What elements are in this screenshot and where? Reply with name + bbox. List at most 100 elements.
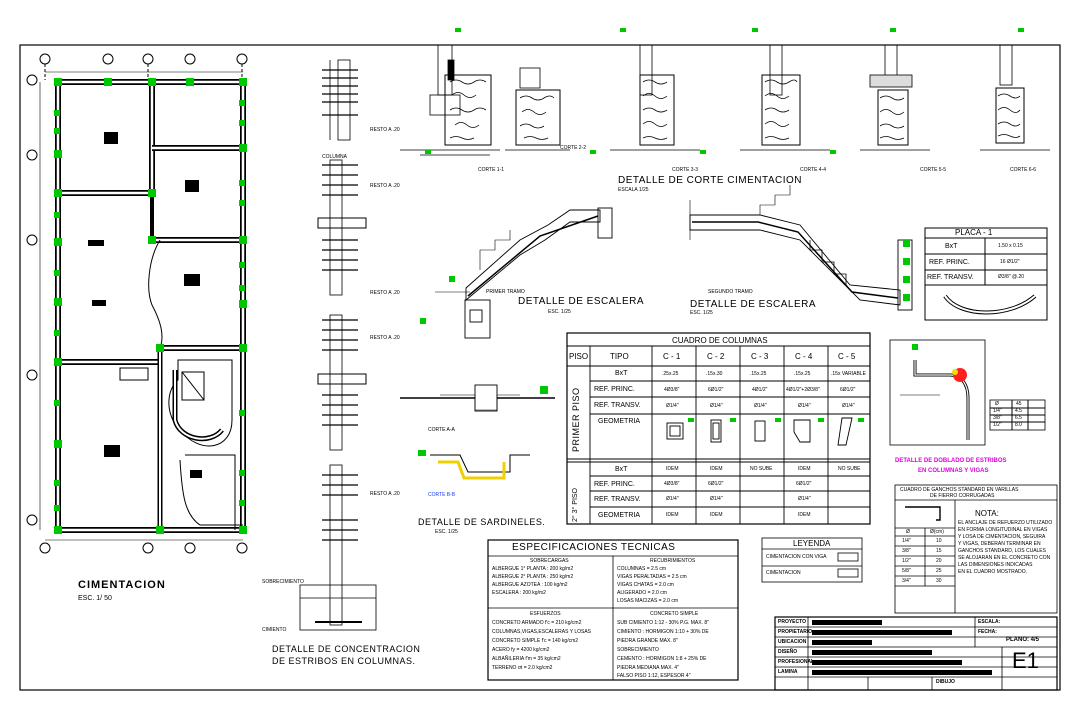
c3-transv: Ø1/4" bbox=[754, 403, 767, 409]
cut-5-5 bbox=[860, 44, 930, 151]
nota-line-8: EN EL CUADRO MOSTRADO. bbox=[958, 569, 1027, 575]
bending-detail bbox=[889, 339, 1046, 446]
leyenda-title: LEYENDA bbox=[793, 539, 831, 548]
spec-table-grid bbox=[487, 539, 739, 681]
nota-line-2: EN FORMA LONGITUDINAL EN VIGAS bbox=[958, 527, 1048, 533]
c2-bxt: .15x.30 bbox=[706, 371, 723, 377]
ganchos-nota-title: NOTA: bbox=[975, 509, 999, 518]
cut-1-1 bbox=[400, 44, 500, 156]
columns-head-tipo: TIPO bbox=[610, 352, 629, 361]
plan-title: CIMENTACION bbox=[78, 579, 166, 591]
tb-proyecto: PROYECTO bbox=[778, 619, 806, 625]
cut-3-3 bbox=[610, 44, 700, 151]
cut-6-label: CORTE 6-6 bbox=[1010, 167, 1037, 173]
sheet-border bbox=[19, 44, 1061, 691]
columns-head-piso: PISO bbox=[569, 352, 589, 361]
label-resto-3: RESTO A .20 bbox=[370, 290, 400, 296]
placa-title: PLACA - 1 bbox=[955, 228, 993, 237]
c5-f2-bxt: NO SUBE bbox=[838, 466, 861, 472]
tb-diseno: DISEÑO bbox=[778, 649, 798, 655]
columns-row-princ: REF. PRINC. bbox=[594, 386, 635, 393]
columns-floor-1: PRIMER PISO bbox=[571, 387, 581, 452]
ganchos-r1b: 10 bbox=[936, 538, 942, 544]
spec-left2-3: ACERO fy = 4200 kg/cm2 bbox=[492, 647, 550, 653]
sardineles-title: DETALLE DE SARDINELES. bbox=[418, 517, 546, 527]
spec-right-0: COLUMNAS = 2.5 cm bbox=[617, 566, 667, 572]
c5-bxt: .15x VARIABLE bbox=[831, 371, 866, 377]
spec-right2-2: PIEDRA GRANDE MAX. 8" bbox=[617, 638, 678, 644]
tb-lamina: LAMINA bbox=[778, 669, 798, 675]
plan-column-footings bbox=[88, 132, 202, 478]
columns-floor-2: 2° 3° PISO bbox=[572, 487, 579, 522]
bending-t-r1b: 4.5 bbox=[1015, 408, 1022, 414]
leyenda-item-cim: CIMENTACION bbox=[766, 570, 801, 576]
cut-4-4 bbox=[740, 44, 830, 151]
bending-t-r3a: 1/2" bbox=[993, 422, 1002, 428]
label-columna: COLUMNA bbox=[322, 154, 348, 160]
label-cimiento: CIMIENTO bbox=[262, 627, 287, 633]
spec-left2-2: CONCRETO SIMPLE f'c = 140 kg/cm2 bbox=[492, 638, 579, 644]
columns-head-c3: C - 3 bbox=[751, 352, 769, 361]
c5-princ: 6Ø1/2" bbox=[840, 387, 856, 393]
nota-line-6: SE ALOJARAN EN EL CONCRETO CON bbox=[958, 555, 1051, 561]
bending-title-2: EN COLUMNAS Y VIGAS bbox=[918, 468, 989, 474]
spec-left2-1: COLUMNAS,VIGAS,ESCALERAS Y LOSAS bbox=[492, 629, 592, 635]
spec-left2-5: TERRENO σt = 2.0 kg/cm2 bbox=[492, 665, 553, 671]
leyenda-item-viga: CIMENTACION CON VIGA bbox=[766, 554, 827, 560]
sardineles-scale: ESC. 1/25 bbox=[435, 529, 458, 535]
c2-f2-bxt: IDEM bbox=[710, 466, 723, 472]
ganchos-title-1: CUADRO DE GANCHOS STANDARD EN VARILLAS bbox=[900, 487, 1019, 493]
plan-scale: ESC. 1/ 50 bbox=[78, 595, 112, 602]
columns-row2-geometria: GEOMETRIA bbox=[598, 512, 641, 519]
columns-row-bxt: BxT bbox=[615, 370, 628, 377]
c4-bxt: .15x.25 bbox=[794, 371, 811, 377]
spec-left-0: ALBERGUE 1° PLANTA : 200 kg/m2 bbox=[492, 566, 574, 572]
column-detail-caption-1: DETALLE DE CONCENTRACION bbox=[272, 644, 421, 654]
c4-f2-geo: IDEM bbox=[798, 512, 811, 518]
placa-bxt-value: 1.50 x 0.15 bbox=[998, 243, 1023, 249]
foundation-cuts bbox=[400, 28, 1050, 156]
bending-t-h1: Ø bbox=[995, 401, 999, 407]
ganchos-r3a: 1/2" bbox=[902, 558, 911, 564]
tb-fecha: FECHA: bbox=[978, 629, 997, 635]
columns-row2-bxt: BxT bbox=[615, 466, 628, 473]
sardineles-detail bbox=[400, 384, 555, 480]
ganchos-r2a: 3/8" bbox=[902, 548, 911, 554]
spec-right2-6: FALSO PISO 1:12, ESPESOR 4" bbox=[617, 673, 691, 679]
tb-sheet-id: E1 bbox=[1012, 648, 1039, 673]
tb-ubicacion: UBICACION bbox=[778, 639, 807, 645]
nota-line-3: Y LOSA DE CIMENTACION, SEGUIRA bbox=[958, 534, 1046, 540]
stair-detail-2 bbox=[689, 185, 913, 311]
ganchos-title-2: DE FIERRO CORRUGADAS bbox=[930, 493, 995, 499]
c3-bxt: .15x.25 bbox=[750, 371, 767, 377]
bending-t-h2: 45 bbox=[1016, 401, 1022, 407]
spec-right-4: LOSAS MACIZAS = 2.0 cm bbox=[617, 598, 678, 604]
sardinel-cut-bb: CORTE B-B bbox=[428, 492, 456, 498]
c4-transv: Ø1/4" bbox=[798, 403, 811, 409]
placa-princ-value: 16 Ø1/2" bbox=[1000, 259, 1020, 265]
spec-right-3: ALIGERADO = 2.0 cm bbox=[617, 590, 667, 596]
c1-princ: 4Ø3/8" bbox=[664, 387, 680, 393]
columns-table-title: CUADRO DE COLUMNAS bbox=[672, 336, 768, 345]
label-resto-1: RESTO A .20 bbox=[370, 127, 400, 133]
c2-princ: 6Ø1/2" bbox=[708, 387, 724, 393]
plan-column-markers bbox=[54, 78, 247, 534]
bending-t-r3b: 8.0 bbox=[1015, 422, 1022, 428]
spec-left-head: SOBRECARGAS bbox=[530, 558, 569, 564]
c1-bxt: .25x.25 bbox=[662, 371, 679, 377]
columns-row-geometria: GEOMETRIA bbox=[598, 418, 641, 425]
stair-2-tramo: SEGUNDO TRAMO bbox=[708, 289, 753, 295]
spec-left2-0: CONCRETO ARMADO f'c = 210 kg/cm2 bbox=[492, 620, 582, 626]
columns-row2-princ: REF. PRINC. bbox=[594, 481, 635, 488]
c4-princ: 4Ø1/2"+2Ø3/8" bbox=[786, 387, 820, 393]
columns-row2-transv: REF. TRANSV. bbox=[594, 496, 641, 503]
c4-f2-transv: Ø1/4" bbox=[798, 496, 811, 502]
columns-head-c2: C - 2 bbox=[707, 352, 725, 361]
ganchos-col-gancho: Ø(cm) bbox=[930, 529, 944, 535]
ganchos-r4b: 25 bbox=[936, 568, 942, 574]
tb-plano: PLANO: 4/5 bbox=[1006, 637, 1040, 643]
columns-row-transv: REF. TRANSV. bbox=[594, 402, 641, 409]
c1-f2-transv: Ø1/4" bbox=[666, 496, 679, 502]
c1-f2-bxt: IDEM bbox=[666, 466, 679, 472]
